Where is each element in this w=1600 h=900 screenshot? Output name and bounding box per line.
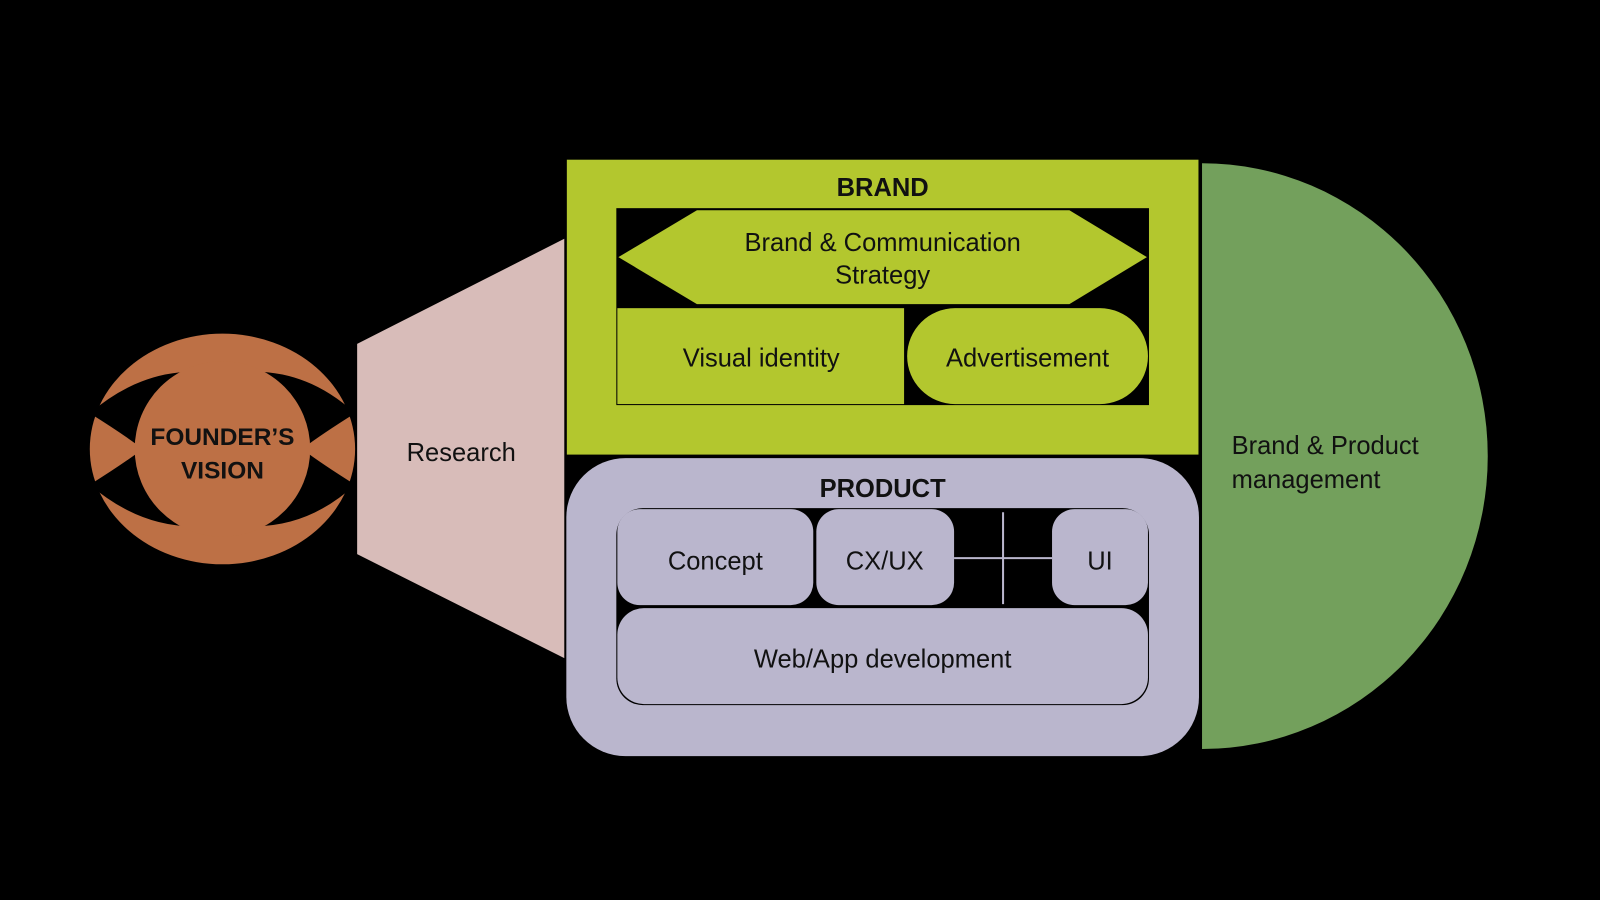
eye-iris: [134, 361, 311, 537]
cxux-label: CX/UX: [846, 547, 924, 575]
advertisement-pill: [907, 308, 1148, 405]
webapp-label: Web/App development: [754, 645, 1012, 673]
research-shape: [357, 238, 565, 659]
research-label: Research: [407, 439, 516, 467]
management-node: Brand & Product management: [1202, 163, 1488, 749]
founder-label-line1: FOUNDER’S: [150, 424, 294, 451]
brand-section: BRAND Brand & Communication Strategy Vis…: [565, 158, 1200, 456]
founder-label-line2: VISION: [181, 458, 264, 485]
ui-box: [1052, 509, 1148, 606]
management-label-line1: Brand & Product: [1232, 432, 1419, 460]
cxux-box: [816, 509, 955, 606]
advertisement-label: Advertisement: [946, 344, 1109, 372]
strategy-label-line1: Brand & Communication: [744, 229, 1020, 257]
product-section: PRODUCT Concept CX/UX UI Web/App develop…: [566, 458, 1199, 757]
founders-vision-node: FOUNDER’S VISION: [89, 333, 356, 565]
strategy-hexagon: [618, 210, 1147, 305]
brand-title: BRAND: [837, 174, 929, 202]
strategy-label-line2: Strategy: [835, 262, 930, 290]
concept-label: Concept: [668, 547, 763, 575]
management-shape: [1202, 163, 1488, 749]
visual-identity-label: Visual identity: [683, 344, 840, 372]
ui-label: UI: [1087, 547, 1113, 575]
concept-box: [617, 509, 814, 606]
visual-identity-box: [617, 308, 905, 405]
management-label-line2: management: [1232, 466, 1381, 494]
webapp-box: [617, 608, 1148, 705]
research-node: Research: [357, 238, 565, 659]
product-title: PRODUCT: [820, 475, 947, 503]
